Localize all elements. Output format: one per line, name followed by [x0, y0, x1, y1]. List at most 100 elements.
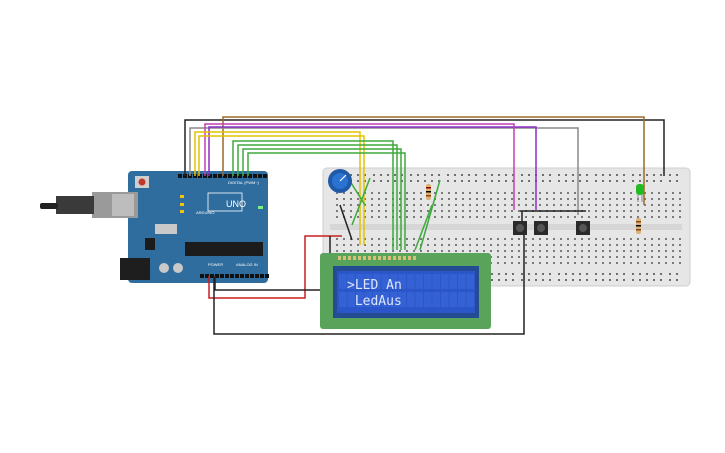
strip-hole	[378, 244, 380, 246]
strip-hole	[343, 250, 345, 252]
strip-hole	[595, 250, 597, 252]
push-button-3[interactable]	[576, 221, 590, 235]
strip-hole	[525, 250, 527, 252]
header-pin	[250, 274, 254, 278]
strip-hole	[483, 198, 485, 200]
wire-purple-top	[208, 126, 537, 210]
header-pin	[245, 274, 249, 278]
strip-hole	[336, 192, 338, 194]
lcd-16x2[interactable]: >LED An LedAus	[320, 253, 491, 329]
strip-hole	[406, 216, 408, 218]
strip-hole	[469, 210, 471, 212]
strip-hole	[609, 204, 611, 206]
strip-hole	[532, 216, 534, 218]
strip-hole	[364, 244, 366, 246]
rail-hole	[623, 174, 625, 176]
strip-hole	[623, 216, 625, 218]
strip-hole	[511, 192, 513, 194]
lcd-cell	[398, 292, 406, 307]
push-button-2[interactable]	[534, 221, 548, 235]
strip-hole	[399, 204, 401, 206]
strip-hole	[539, 250, 541, 252]
strip-hole	[427, 204, 429, 206]
strip-hole	[455, 250, 457, 252]
strip-hole	[644, 256, 646, 258]
strip-hole	[672, 256, 674, 258]
strip-hole	[420, 198, 422, 200]
strip-hole	[532, 262, 534, 264]
rail-hole	[639, 279, 641, 281]
strip-hole	[574, 256, 576, 258]
strip-hole	[462, 210, 464, 212]
header-pin	[240, 274, 244, 278]
wire-gray-top	[189, 127, 579, 215]
strip-hole	[553, 250, 555, 252]
strip-hole	[679, 256, 681, 258]
strip-hole	[476, 210, 478, 212]
header-pin	[205, 274, 209, 278]
strip-hole	[672, 238, 674, 240]
strip-hole	[420, 192, 422, 194]
lcd-cell	[347, 274, 355, 289]
arduino-uno-board[interactable]: UNO ARDUINO DIGITAL (PWM~) POWER ANALOG …	[40, 171, 269, 283]
strip-hole	[581, 216, 583, 218]
strip-hole	[364, 198, 366, 200]
rail-hole	[653, 273, 655, 275]
strip-hole	[406, 238, 408, 240]
strip-hole	[462, 238, 464, 240]
strip-hole	[371, 192, 373, 194]
strip-hole	[406, 192, 408, 194]
strip-hole	[623, 262, 625, 264]
strip-hole	[567, 262, 569, 264]
rail-hole	[401, 180, 403, 182]
rail-hole	[528, 174, 530, 176]
strip-hole	[532, 244, 534, 246]
strip-hole	[581, 244, 583, 246]
strip-hole	[665, 244, 667, 246]
strip-hole	[378, 250, 380, 252]
rail-hole	[447, 180, 449, 182]
strip-hole	[504, 262, 506, 264]
strip-hole	[350, 198, 352, 200]
green-led-icon[interactable]	[636, 184, 644, 202]
strip-hole	[350, 210, 352, 212]
strip-hole	[546, 256, 548, 258]
potentiometer-icon[interactable]	[328, 169, 352, 193]
lcd-cell	[356, 274, 364, 289]
push-button-1[interactable]	[513, 221, 527, 235]
strip-hole	[588, 244, 590, 246]
led-on	[258, 206, 263, 209]
strip-hole	[595, 238, 597, 240]
lcd-pin	[368, 256, 371, 260]
strip-hole	[567, 192, 569, 194]
rail-hole	[586, 180, 588, 182]
strip-hole	[469, 198, 471, 200]
strip-hole	[455, 244, 457, 246]
strip-hole	[504, 216, 506, 218]
strip-hole	[602, 256, 604, 258]
strip-hole	[616, 238, 618, 240]
strip-hole	[336, 250, 338, 252]
lcd-cell	[432, 292, 440, 307]
strip-hole	[616, 262, 618, 264]
strip-hole	[336, 204, 338, 206]
header-pin	[260, 274, 264, 278]
strip-hole	[637, 238, 639, 240]
strip-hole	[518, 262, 520, 264]
strip-hole	[539, 256, 541, 258]
strip-hole	[602, 238, 604, 240]
strip-hole	[455, 204, 457, 206]
strip-hole	[399, 192, 401, 194]
rail-hole	[579, 180, 581, 182]
strip-hole	[336, 244, 338, 246]
strip-hole	[546, 262, 548, 264]
strip-hole	[588, 198, 590, 200]
rail-hole	[454, 174, 456, 176]
strip-hole	[665, 198, 667, 200]
strip-hole	[602, 250, 604, 252]
strip-hole	[651, 244, 653, 246]
strip-hole	[532, 198, 534, 200]
rail-hole	[528, 180, 530, 182]
rail-hole	[579, 273, 581, 275]
rail-hole	[602, 174, 604, 176]
